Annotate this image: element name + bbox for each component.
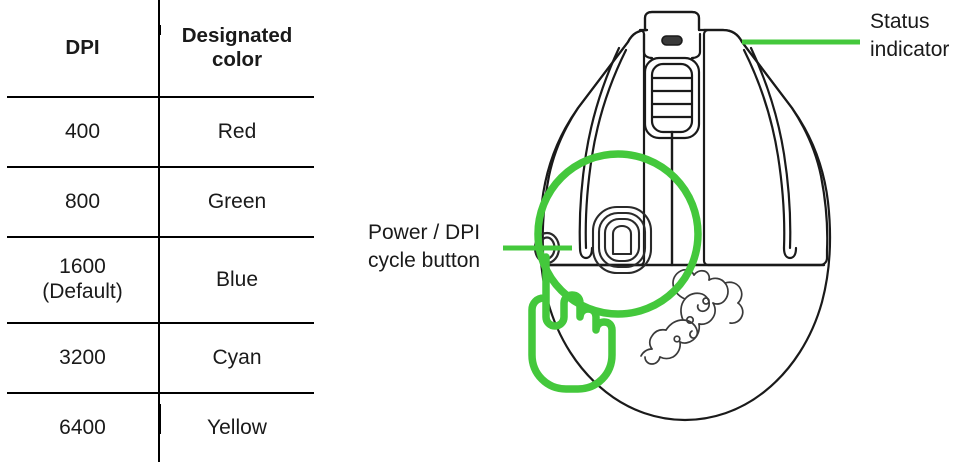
table-column-divider-bottom <box>159 404 161 434</box>
cell-dpi: 3200 <box>7 322 159 393</box>
callout-power-dpi-line-1: Power / DPI <box>368 221 481 244</box>
cell-dpi-value: 1600 <box>59 255 106 279</box>
table-row: 1600 (Default) Blue <box>7 236 314 323</box>
mouse-body-outline <box>538 10 832 422</box>
table-header-row: DPI Designated color <box>7 0 314 98</box>
scroll-wheel-surround <box>642 10 702 60</box>
table-row: 800 Green <box>7 166 314 237</box>
razer-logo <box>640 268 744 365</box>
cell-color: Red <box>158 97 314 167</box>
cell-color: Green <box>158 166 314 237</box>
cell-dpi: 1600 (Default) <box>7 236 159 323</box>
scroll-wheel <box>643 56 701 140</box>
magnifier-circle <box>534 150 702 318</box>
cell-dpi: 6400 <box>7 392 159 462</box>
status-indicator-led <box>661 35 683 46</box>
pointing-hand-cursor <box>528 253 616 393</box>
column-header-line-1: Designated <box>181 23 293 47</box>
cell-dpi: 400 <box>64 119 101 143</box>
callout-power-dpi-cycle-button: Power / DPI cycle button <box>368 219 480 275</box>
column-header-line-2: color <box>211 48 263 71</box>
column-header-dpi: DPI <box>7 0 159 98</box>
left-click-button <box>541 28 649 267</box>
right-click-button <box>702 28 829 267</box>
sensor-profile-button <box>591 205 653 275</box>
callout-power-dpi-line-2: cycle button <box>368 249 481 272</box>
cell-color: Yellow <box>158 392 314 462</box>
table-row: 400 Red <box>7 97 314 167</box>
callout-status-indicator: Status indicator <box>870 8 949 64</box>
mouse-diagram <box>340 0 970 436</box>
button-separator-channel <box>544 130 826 267</box>
table-row: 3200 Cyan <box>7 322 314 393</box>
cell-dpi: 800 <box>7 166 159 237</box>
cell-color: Cyan <box>158 322 314 393</box>
callout-status-indicator-line-2: indicator <box>870 38 950 61</box>
dpi-table: DPI Designated color 400 Red 800 Green 1… <box>7 0 314 462</box>
table-column-divider-top <box>159 25 161 35</box>
dpi-table-grid: DPI Designated color 400 Red 800 Green 1… <box>7 0 314 462</box>
cell-color: Blue <box>158 236 314 323</box>
callout-status-indicator-line-1: Status <box>870 10 930 33</box>
column-header-designated-color: Designated color <box>158 0 314 98</box>
cell-dpi-note: (Default) <box>42 280 123 303</box>
